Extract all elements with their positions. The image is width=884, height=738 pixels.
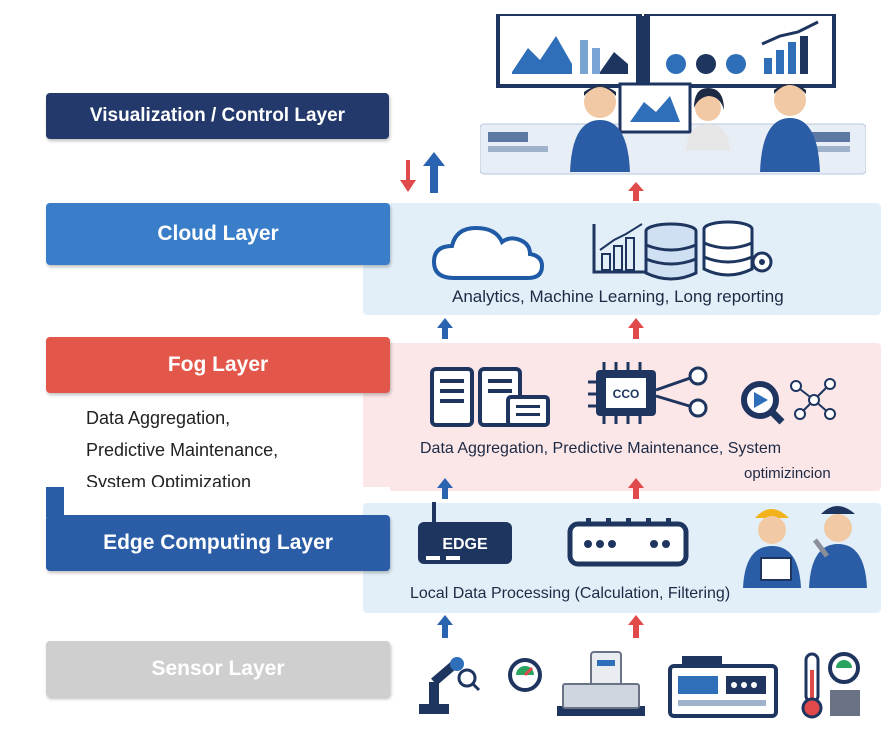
cloud-caption: Analytics, Machine Learning, Long report… bbox=[452, 287, 784, 306]
database-icon bbox=[644, 222, 698, 281]
machine-icon bbox=[557, 651, 645, 716]
arrow-up-red-sensor bbox=[628, 615, 644, 638]
edge-bracket bbox=[46, 487, 64, 517]
edge-caption: Local Data Processing (Calculation, Filt… bbox=[410, 585, 731, 602]
robot-arm-icon bbox=[419, 657, 481, 714]
visualization-layer-label: Visualization / Control Layer bbox=[46, 93, 389, 139]
arrow-down-red bbox=[400, 160, 416, 192]
cloud-icon bbox=[431, 225, 545, 280]
database-gear-icon bbox=[702, 220, 773, 277]
arrow-up-red-viz bbox=[628, 182, 644, 201]
svg-text:CCO: CCO bbox=[613, 387, 640, 401]
thermometer-icon bbox=[801, 652, 860, 719]
technicians-icon bbox=[743, 506, 867, 588]
edge-layer-text: Edge Computing Layer bbox=[103, 531, 333, 554]
fog-caption-line-2: optimizincion bbox=[744, 465, 831, 482]
fog-side-line-1: Data Aggregation, bbox=[86, 408, 231, 428]
operators-icon bbox=[570, 84, 820, 172]
chip-icon: CCO bbox=[588, 362, 708, 424]
arrow-up-blue-sensor bbox=[437, 615, 453, 638]
visualization-layer-text: Visualization / Control Layer bbox=[89, 105, 346, 126]
edge-layer-label: Edge Computing Layer bbox=[46, 515, 390, 571]
fog-side-line-2: Predictive Maintenance, bbox=[86, 440, 279, 460]
cloud-layer-label: Cloud Layer bbox=[46, 203, 390, 265]
fog-layer-label: Fog Layer bbox=[46, 337, 390, 393]
sensor-layer-text: Sensor Layer bbox=[151, 657, 285, 680]
gateway-icon bbox=[567, 518, 689, 567]
arrow-up-red-fog bbox=[628, 318, 644, 339]
arrow-up-blue-fog bbox=[437, 318, 453, 339]
arrow-up-blue bbox=[423, 152, 445, 193]
edge-router-icon: EDGE bbox=[418, 502, 512, 564]
arrow-up-red-edge bbox=[628, 478, 644, 499]
fog-caption-line-1: Data Aggregation, Predictive Maintenance… bbox=[420, 440, 782, 457]
fog-side-text: Data Aggregation, Predictive Maintenance… bbox=[86, 402, 278, 498]
sensor-layer-label: Sensor Layer bbox=[46, 641, 390, 697]
gauge-icon bbox=[508, 658, 542, 692]
fog-layer-text: Fog Layer bbox=[167, 353, 269, 376]
arrow-up-blue-edge bbox=[437, 478, 453, 499]
network-search-icon bbox=[741, 378, 836, 425]
analytics-chart-icon bbox=[592, 223, 648, 274]
cloud-layer-text: Cloud Layer bbox=[157, 222, 279, 245]
edge-bracket-cap bbox=[64, 487, 390, 501]
control-panel-icon bbox=[668, 656, 778, 718]
server-icon bbox=[430, 367, 550, 427]
edge-device-label: EDGE bbox=[442, 536, 488, 553]
